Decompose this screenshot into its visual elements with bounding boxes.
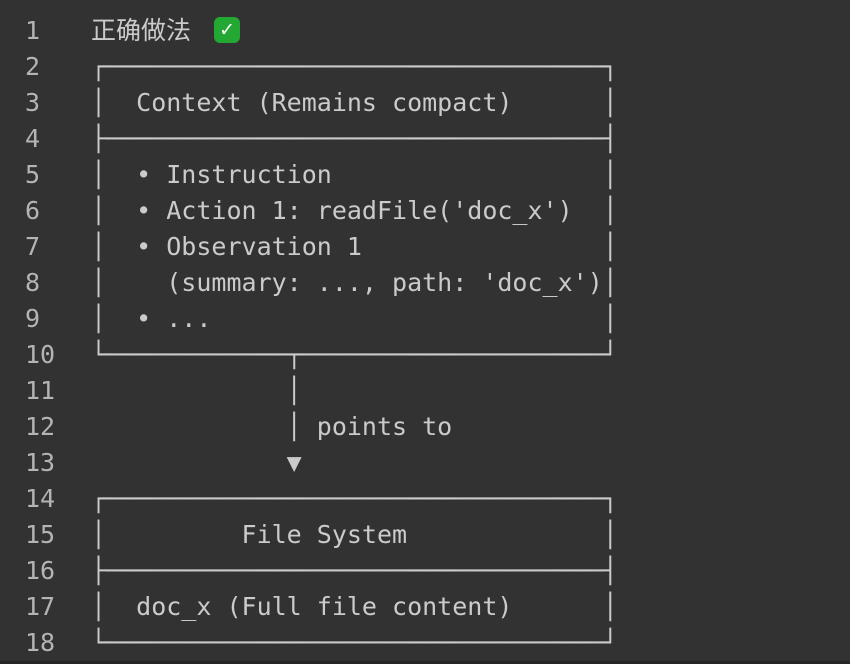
line-text: ├─────────────────────────────────┤ bbox=[91, 124, 618, 153]
line-text: │ File System │ bbox=[91, 520, 618, 549]
code-line: 11 │ bbox=[0, 373, 850, 409]
line-number: 15 bbox=[25, 520, 56, 549]
line-text: ┌─────────────────────────────────┐ bbox=[91, 484, 618, 513]
code-line: 9 │ • ... │ bbox=[0, 301, 850, 337]
code-line: 18 └─────────────────────────────────┘ bbox=[0, 625, 850, 661]
line-text: ▼ bbox=[91, 448, 302, 477]
code-line: 6 │ • Action 1: readFile('doc_x') │ bbox=[0, 193, 850, 229]
line-number: 5 bbox=[25, 160, 41, 189]
code-line: 14 ┌─────────────────────────────────┐ bbox=[0, 481, 850, 517]
line-number: 3 bbox=[25, 88, 41, 117]
line-number: 7 bbox=[25, 232, 41, 261]
line-number: 12 bbox=[25, 412, 56, 441]
line-number: 17 bbox=[25, 592, 56, 621]
line-number: 13 bbox=[25, 448, 56, 477]
line-text: │ doc_x (Full file content) │ bbox=[91, 592, 618, 621]
line-text: ├─────────────────────────────────┤ bbox=[91, 556, 618, 585]
code-line: 16 ├─────────────────────────────────┤ bbox=[0, 553, 850, 589]
line-text: │ • Action 1: readFile('doc_x') │ bbox=[91, 196, 618, 225]
code-line: 2 ┌─────────────────────────────────┐ bbox=[0, 49, 850, 85]
line-text: │ bbox=[91, 376, 302, 405]
code-line: 4 ├─────────────────────────────────┤ bbox=[0, 121, 850, 157]
line-text: │ • Observation 1 │ bbox=[91, 232, 618, 261]
line-text: │ • ... │ bbox=[91, 304, 618, 333]
code-line: 12 │ points to bbox=[0, 409, 850, 445]
line-number: 14 bbox=[25, 484, 56, 513]
code-line: 5 │ • Instruction │ bbox=[0, 157, 850, 193]
line-number: 6 bbox=[25, 196, 41, 225]
code-line: 10 └────────────┬────────────────────┘ bbox=[0, 337, 850, 373]
line-number: 11 bbox=[25, 376, 56, 405]
code-line: 13 ▼ bbox=[0, 445, 850, 481]
line-number: 1 bbox=[25, 16, 41, 45]
line-number: 10 bbox=[25, 340, 56, 369]
line-text: └─────────────────────────────────┘ bbox=[91, 628, 618, 657]
code-lines: 1 正确做法 ✓ 2 ┌────────────────────────────… bbox=[0, 13, 850, 661]
code-line: 15 │ File System │ bbox=[0, 517, 850, 553]
code-line: 8 │ (summary: ..., path: 'doc_x')│ bbox=[0, 265, 850, 301]
line-text: │ points to bbox=[91, 412, 453, 441]
window-bottom-edge bbox=[0, 661, 850, 664]
code-line: 17 │ doc_x (Full file content) │ bbox=[0, 589, 850, 625]
line-text: 正确做法 ✓ bbox=[91, 13, 241, 49]
white-check-mark-emoji: ✓ bbox=[214, 17, 241, 43]
line-number: 2 bbox=[25, 52, 41, 81]
line-text: └────────────┬────────────────────┘ bbox=[91, 340, 618, 369]
code-line: 1 正确做法 ✓ bbox=[0, 13, 850, 49]
line-text: │ Context (Remains compact) │ bbox=[91, 88, 618, 117]
code-line: 7 │ • Observation 1 │ bbox=[0, 229, 850, 265]
line-number: 16 bbox=[25, 556, 56, 585]
line-number: 9 bbox=[25, 304, 41, 333]
line-text: ┌─────────────────────────────────┐ bbox=[91, 52, 618, 81]
line-number: 18 bbox=[25, 628, 56, 657]
line-text: │ (summary: ..., path: 'doc_x')│ bbox=[91, 268, 618, 297]
line-number: 4 bbox=[25, 124, 41, 153]
code-line: 3 │ Context (Remains compact) │ bbox=[0, 85, 850, 121]
line-number: 8 bbox=[25, 268, 41, 297]
line-text: │ • Instruction │ bbox=[91, 160, 618, 189]
